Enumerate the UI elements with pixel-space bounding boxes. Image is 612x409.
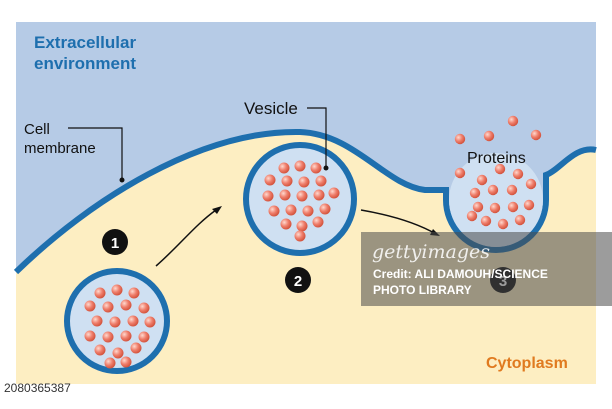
- protein-dot: [319, 203, 331, 215]
- cell-membrane: [13, 128, 597, 275]
- protein-dot: [469, 187, 481, 199]
- step-2-number: 2: [294, 273, 302, 290]
- protein-dot: [285, 204, 297, 216]
- protein-dot: [268, 205, 280, 217]
- protein-dot: [130, 342, 142, 354]
- protein-dot: [102, 331, 114, 343]
- protein-dot: [476, 174, 488, 186]
- vesicle-leader: [307, 107, 327, 168]
- vesicle-2: [243, 142, 357, 256]
- protein-dot: [109, 316, 121, 328]
- protein-dot: [281, 175, 293, 187]
- protein-dot: [480, 215, 492, 227]
- protein-dot: [313, 189, 325, 201]
- watermark-credit-line2: PHOTO LIBRARY: [373, 283, 472, 297]
- protein-dot: [84, 300, 96, 312]
- vesicle-leader-dot: [323, 165, 329, 171]
- step-marker-2: 2: [285, 267, 311, 293]
- protein-dot: [278, 162, 290, 174]
- protein-dot: [138, 331, 150, 343]
- cytoplasm-label: Cytoplasm: [486, 355, 568, 372]
- protein-dot: [296, 190, 308, 202]
- extracellular-label-line1: Extracellular: [34, 33, 136, 52]
- protein-dot: [472, 201, 484, 213]
- cell-membrane-label-line2: membrane: [24, 140, 96, 157]
- watermark-logo: gettyimages: [372, 241, 490, 263]
- protein-dot: [487, 184, 499, 196]
- protein-dot: [112, 347, 124, 359]
- protein-dot: [489, 202, 501, 214]
- cell-membrane-label-line1: Cell: [24, 121, 50, 138]
- protein-dot: [514, 214, 526, 226]
- arrow-1-to-2: [155, 209, 217, 267]
- protein-dot: [280, 218, 292, 230]
- protein-dot: [279, 189, 291, 201]
- watermark-box: [361, 232, 612, 306]
- protein-dot: [138, 302, 150, 314]
- protein-dot: [84, 330, 96, 342]
- protein-dot: [294, 160, 306, 172]
- step-marker-1: 1: [102, 229, 128, 255]
- protein-dot: [298, 176, 310, 188]
- protein-dot: [523, 199, 535, 211]
- arrowhead-1: [212, 206, 222, 214]
- protein-dot: [328, 187, 340, 199]
- cell-membrane-leader: [68, 127, 123, 180]
- protein-dot: [506, 184, 518, 196]
- protein-dot: [302, 205, 314, 217]
- protein-dot: [262, 190, 274, 202]
- vesicle-2-proteins: [262, 160, 340, 242]
- protein-dot: [507, 115, 519, 127]
- protein-dot: [94, 344, 106, 356]
- watermark-credit: Credit: ALI DAMOUH/SCIENCE PHOTO LIBRARY: [373, 266, 548, 298]
- cell-membrane-leader-dot: [119, 177, 125, 183]
- protein-dot: [512, 168, 524, 180]
- protein-dot: [94, 287, 106, 299]
- watermark-credit-line1: Credit: ALI DAMOUH/SCIENCE: [373, 267, 548, 281]
- protein-dot: [483, 130, 495, 142]
- step-1-number: 1: [111, 235, 119, 252]
- protein-dot: [102, 301, 114, 313]
- protein-dot: [91, 315, 103, 327]
- protein-dot: [120, 299, 132, 311]
- protein-dot: [454, 167, 466, 179]
- protein-dot: [310, 162, 322, 174]
- stock-id: 2080365387: [4, 381, 71, 395]
- protein-dot: [296, 220, 308, 232]
- protein-dot: [497, 218, 509, 230]
- protein-dot: [494, 163, 506, 175]
- protein-dot: [507, 201, 519, 213]
- arrow-2-to-3: [360, 209, 437, 235]
- vesicle-1: [64, 268, 170, 374]
- protein-dot: [454, 133, 466, 145]
- protein-dot: [315, 175, 327, 187]
- protein-dot: [127, 315, 139, 327]
- proteins-label: Proteins: [467, 150, 526, 167]
- protein-dot: [312, 216, 324, 228]
- extracellular-label-line2: environment: [34, 54, 136, 73]
- protein-dot: [525, 178, 537, 190]
- transport-arrows: [155, 209, 437, 267]
- protein-dot: [294, 230, 306, 242]
- vesicle-label: Vesicle: [244, 99, 298, 118]
- protein-dot: [466, 210, 478, 222]
- protein-dot: [111, 284, 123, 296]
- protein-dot: [104, 357, 116, 369]
- protein-dot: [120, 356, 132, 368]
- released-proteins: [454, 115, 542, 230]
- vesicle-1-proteins: [84, 284, 156, 369]
- protein-dot: [144, 316, 156, 328]
- protein-dot: [264, 174, 276, 186]
- protein-dot: [530, 129, 542, 141]
- protein-dot: [120, 330, 132, 342]
- protein-dot: [128, 287, 140, 299]
